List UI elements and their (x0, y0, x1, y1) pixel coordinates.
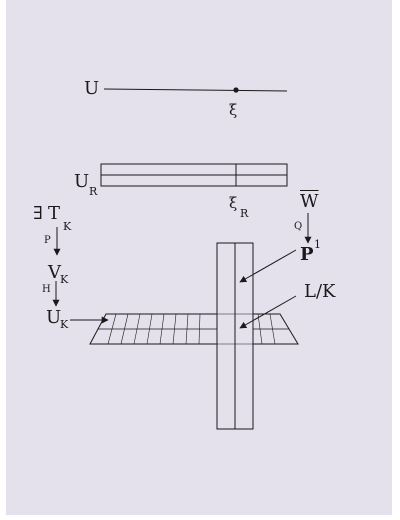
label-U-K: U (46, 307, 62, 328)
label-U-R-subscript: R (89, 185, 98, 198)
label-U-K-subscript: K (60, 318, 69, 331)
line-U (103, 88, 288, 92)
label-T-K-subscript: K (63, 220, 72, 233)
label-xi-R-subscript: R (240, 207, 249, 220)
label-P: P (44, 235, 51, 246)
paper-sheet (6, 0, 392, 515)
label-W-bar: W (300, 191, 319, 212)
label-exists: ∃ (33, 203, 43, 224)
label-Q: Q (294, 221, 303, 232)
label-xi-R: ξ (229, 194, 238, 212)
strip-U-R (100, 163, 288, 187)
label-P1: P (300, 244, 314, 265)
label-P1-superscript: 1 (314, 238, 321, 251)
label-H: H (42, 284, 51, 295)
label-T-K: T (48, 203, 61, 224)
vertical-slab (216, 242, 254, 430)
label-U: U (84, 78, 100, 99)
point-xi (233, 87, 239, 93)
arrow-L-K (239, 295, 297, 329)
label-L-over-K: L/K (304, 281, 336, 302)
label-V-K-subscript: K (60, 273, 69, 286)
label-xi: ξ (229, 101, 238, 119)
label-U-R: U (74, 171, 90, 192)
arrow-P1 (239, 249, 297, 283)
label-V-K: V (48, 262, 61, 283)
